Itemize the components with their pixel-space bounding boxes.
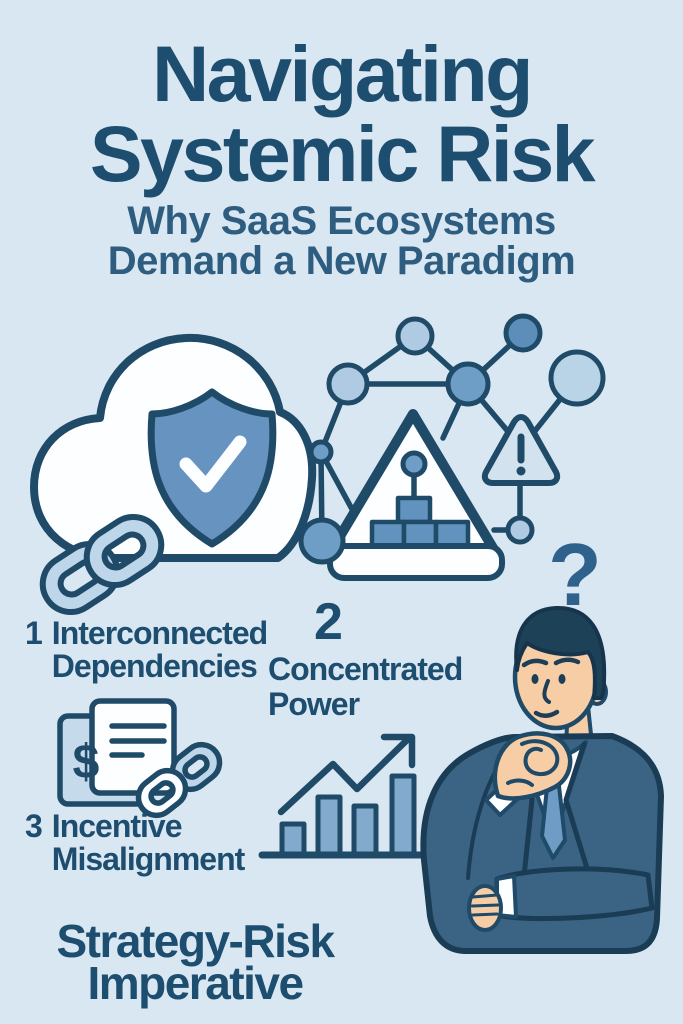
dollar-sign-icon: $ [73, 736, 100, 789]
hair [514, 605, 607, 700]
finger-lines [470, 893, 500, 917]
risk-item-2-label-line2: Power [268, 686, 360, 722]
risk-item-3-label-line2: Misalignment [51, 841, 245, 877]
warning-triangle-icon [481, 414, 561, 486]
chain-link-icon [39, 514, 165, 615]
footer-title-line1: Strategy-Risk [56, 915, 335, 967]
risk-item-3-number: 3 [25, 808, 43, 844]
title-line-2: Systemic Risk [89, 109, 596, 198]
face-features [521, 657, 581, 718]
subtitle-line-1: Why SaaS Ecosystems [127, 199, 556, 243]
document-text-lines [109, 723, 167, 758]
crossed-arm-sleeve [494, 866, 655, 921]
thinking-businessman [420, 605, 664, 954]
subtitle-line-2: Demand a New Paradigm [107, 239, 576, 283]
risk-item-2-label: Concentrated Power [268, 651, 463, 722]
hierarchy-triangle-icon [327, 409, 505, 581]
risk-item-1-label-line1: Interconnected [51, 615, 268, 651]
trend-arrow-line [277, 736, 411, 816]
small-chain-icon [135, 741, 223, 819]
title-line-1: Navigating [152, 29, 533, 118]
question-mark-icon: ? [548, 525, 602, 624]
risk-item-2-number: 2 [314, 593, 343, 651]
page-title: Navigating Systemic Risk [0, 34, 683, 194]
bars [279, 773, 417, 857]
exclamation-dot [516, 466, 526, 476]
footer-title: Strategy-Risk Imperative [15, 915, 375, 1009]
crossed-arm-hand [467, 884, 503, 932]
risk-item-3: 3 Incentive Misalignment [25, 808, 245, 877]
risk-item-1-number: 1 [25, 615, 43, 651]
growth-bar-chart-icon [258, 733, 440, 859]
footer-title-line2: Imperative [87, 957, 304, 1009]
risk-item-3-label-line1: Incentive [51, 808, 183, 844]
right-lapel [563, 741, 593, 881]
shield-check-icon [147, 388, 277, 548]
checkmark-icon [179, 435, 247, 493]
risk-item-2-label-line1: Concentrated [268, 651, 463, 687]
risk-item-1-label-line2: Dependencies [51, 648, 258, 684]
page-subtitle: Why SaaS Ecosystems Demand a New Paradig… [0, 201, 683, 281]
network-nodes [298, 313, 606, 565]
chin-hand-curl [506, 739, 560, 787]
risk-item-1: 1 Interconnected Dependencies [25, 615, 268, 684]
contract-dollar-icon: $ [57, 698, 223, 819]
trend-arrow-head [380, 733, 416, 769]
